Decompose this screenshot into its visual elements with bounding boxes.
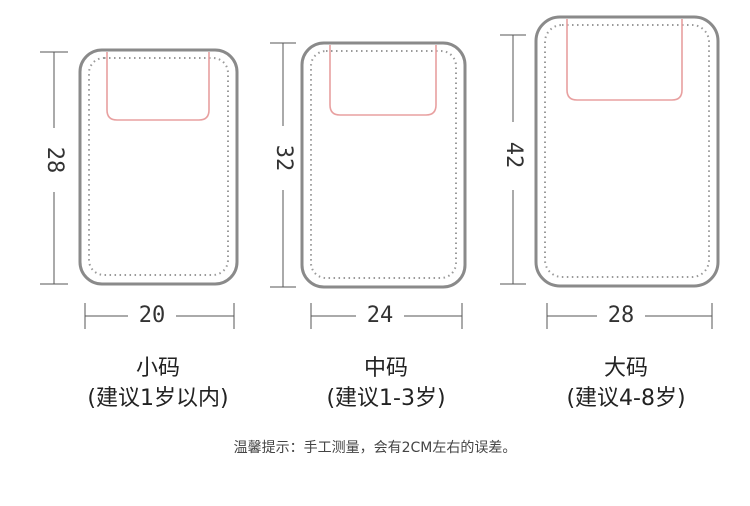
- large-stitch-line: [544, 24, 710, 278]
- medium-size-name: 中码: [363, 356, 408, 381]
- medium-size-label: 中码 (建议1-3岁): [286, 355, 486, 413]
- medium-height-value: 32: [271, 145, 296, 172]
- small-stitch-line: [88, 57, 229, 276]
- medium-size-illustration: 32 24: [270, 41, 467, 329]
- large-size-advice: (建议4-8岁): [566, 386, 686, 411]
- medium-width-dimension: [310, 303, 463, 329]
- small-height-dimension: [40, 51, 68, 285]
- small-width-dimension: [84, 303, 235, 329]
- medium-blanket-outline: [300, 41, 467, 289]
- large-width-dimension: [546, 303, 713, 329]
- small-size-label: 小码 (建议1岁以内): [58, 355, 258, 413]
- large-size-label: 大码 (建议4-8岁): [526, 355, 726, 413]
- small-pocket: [106, 52, 210, 121]
- large-size-name: 大码: [603, 356, 648, 381]
- large-height-dimension: [500, 34, 526, 285]
- medium-pocket: [329, 45, 437, 116]
- small-size-name: 小码: [135, 356, 180, 381]
- large-blanket-outline: [534, 15, 720, 288]
- large-size-illustration: 42 28: [500, 15, 720, 329]
- medium-size-advice: (建议1-3岁): [326, 386, 446, 411]
- small-width-value: 20: [139, 303, 166, 328]
- small-size-advice: (建议1岁以内): [87, 386, 229, 411]
- small-blanket-outline: [78, 48, 239, 286]
- medium-width-value: 24: [367, 303, 394, 328]
- small-size-illustration: 28 20: [40, 48, 239, 329]
- large-width-value: 28: [608, 303, 635, 328]
- small-height-value: 28: [42, 147, 67, 174]
- medium-stitch-line: [310, 50, 457, 279]
- measurement-note: 温馨提示：手工测量，会有2CM左右的误差。: [233, 440, 517, 456]
- medium-height-dimension: [270, 42, 296, 288]
- large-height-value: 42: [501, 142, 526, 169]
- large-pocket: [566, 19, 683, 101]
